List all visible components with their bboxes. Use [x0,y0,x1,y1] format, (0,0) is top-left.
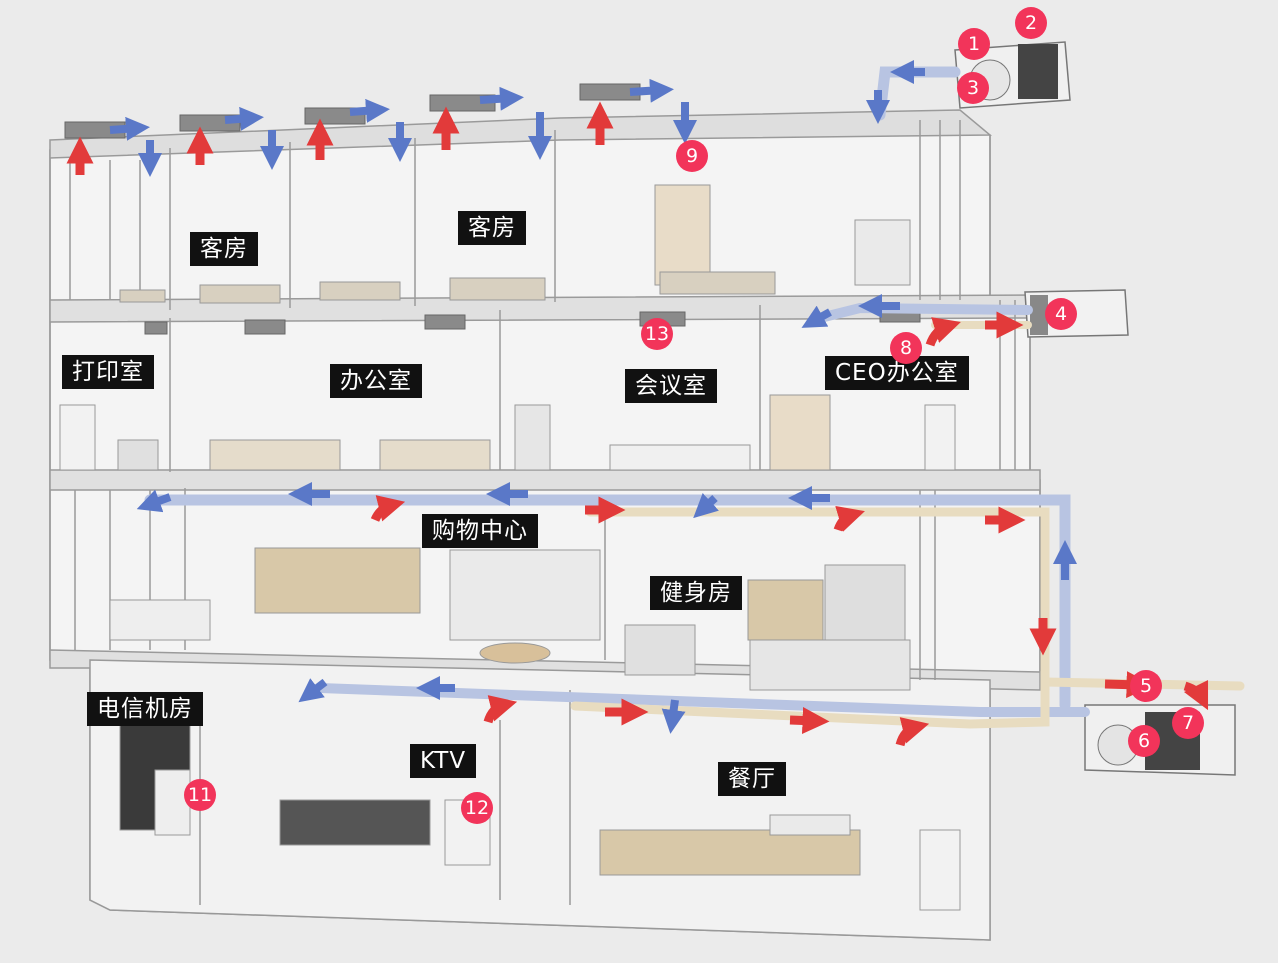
marker-8: 8 [890,332,922,364]
room-label-gym: 健身房 [650,576,742,610]
furniture-sketch [59,184,961,911]
marker-4: 4 [1045,298,1077,330]
marker-13: 13 [641,318,673,350]
room-label-meeting-room: 会议室 [625,369,717,403]
return-air-arrows [109,60,1077,734]
room-label-telecom-room: 电信机房 [87,692,203,726]
marker-2: 2 [1015,7,1047,39]
marker-11: 11 [184,779,216,811]
marker-12: 12 [461,792,493,824]
marker-1: 1 [958,28,990,60]
room-label-print-room: 打印室 [62,355,154,389]
room-label-guest-room-2: 客房 [458,211,526,245]
room-label-office: 办公室 [330,364,422,398]
room-label-ktv: KTV [410,744,477,778]
supply-air-arrows [66,101,1209,747]
room-label-guest-room-1: 客房 [190,232,258,266]
ground-ahu-unit [1084,704,1236,776]
room-label-restaurant: 餐厅 [718,762,786,796]
room-label-shopping-mall: 购物中心 [422,514,538,548]
marker-3: 3 [957,72,989,104]
marker-7: 7 [1172,707,1204,739]
marker-9: 9 [676,140,708,172]
marker-6: 6 [1128,725,1160,757]
building-shell [49,109,1041,941]
marker-5: 5 [1130,670,1162,702]
